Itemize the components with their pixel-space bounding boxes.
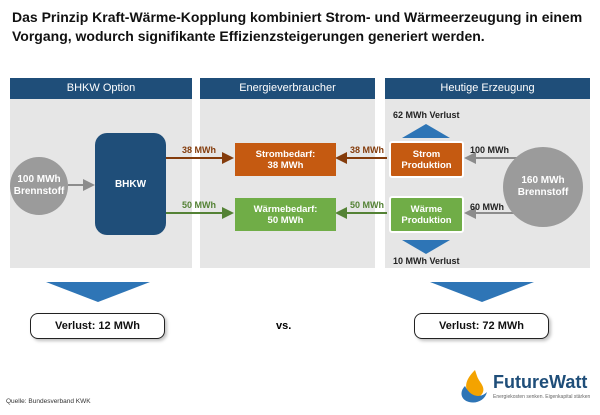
- bhkw-label: BHKW: [114, 178, 147, 190]
- flow-label-fuel-strom: 100 MWh: [470, 145, 510, 155]
- panel-title-heutige-erzeugung: Heutige Erzeugung: [385, 78, 590, 99]
- left-result-chevron-icon: [46, 282, 150, 302]
- logo-name: FutureWatt: [493, 372, 588, 392]
- strom-produktion-label: Strom Produktion: [401, 148, 452, 171]
- flow-label-fuel-waerme: 60 MWh: [470, 202, 505, 212]
- result-left: Verlust: 12 MWh: [30, 313, 165, 339]
- flow-label-prod-waerme: 50 MWh: [350, 200, 385, 210]
- panel-title-bhkw-option: BHKW Option: [10, 78, 192, 99]
- panel-title-energieverbraucher: Energieverbraucher: [200, 78, 375, 99]
- fuel-left-label: 100 MWh Brennstoff: [13, 174, 65, 197]
- source-note: Quelle: Bundesverband KWK: [6, 398, 91, 405]
- flow-label-bhkw-strom: 38 MWh: [182, 145, 217, 155]
- waerme-produktion-label: Wärme Produktion: [401, 203, 452, 226]
- vs-label: vs.: [276, 320, 292, 332]
- right-result-chevron-icon: [430, 282, 534, 302]
- waerme-produktion-box: Wärme Produktion: [389, 196, 464, 233]
- strombedarf-box: Strombedarf: 38 MWh: [235, 143, 336, 176]
- flow-label-prod-strom: 38 MWh: [350, 145, 385, 155]
- strombedarf-label: Strombedarf: 38 MWh: [255, 148, 316, 171]
- fuel-right-circle: 160 MWh Brennstoff: [503, 147, 583, 227]
- result-right: Verlust: 72 MWh: [414, 313, 549, 339]
- waerme-loss-label: 10 MWh Verlust: [393, 256, 460, 266]
- strom-loss-arrow-icon: [402, 124, 450, 138]
- fuel-right-label: 160 MWh Brennstoff: [517, 175, 569, 198]
- strom-loss-label: 62 MWh Verlust: [393, 110, 460, 120]
- result-left-label: Verlust: 12 MWh: [55, 320, 140, 332]
- futurewatt-logo-icon: [461, 370, 487, 403]
- result-right-label: Verlust: 72 MWh: [439, 320, 524, 332]
- flow-label-bhkw-waerme: 50 MWh: [182, 200, 217, 210]
- waerme-loss-arrow-icon: [402, 240, 450, 254]
- waermebedarf-label: Wärmebedarf: 50 MWh: [253, 203, 318, 226]
- fuel-left-circle: 100 MWh Brennstoff: [10, 157, 68, 215]
- bhkw-block: BHKW: [95, 133, 166, 235]
- logo-tagline: Energiekosten senken. Eigenkapital stärk…: [493, 394, 591, 400]
- headline: Das Prinzip Kraft-Wärme-Kopplung kombini…: [12, 9, 583, 44]
- waermebedarf-box: Wärmebedarf: 50 MWh: [235, 198, 336, 231]
- strom-produktion-box: Strom Produktion: [389, 141, 464, 178]
